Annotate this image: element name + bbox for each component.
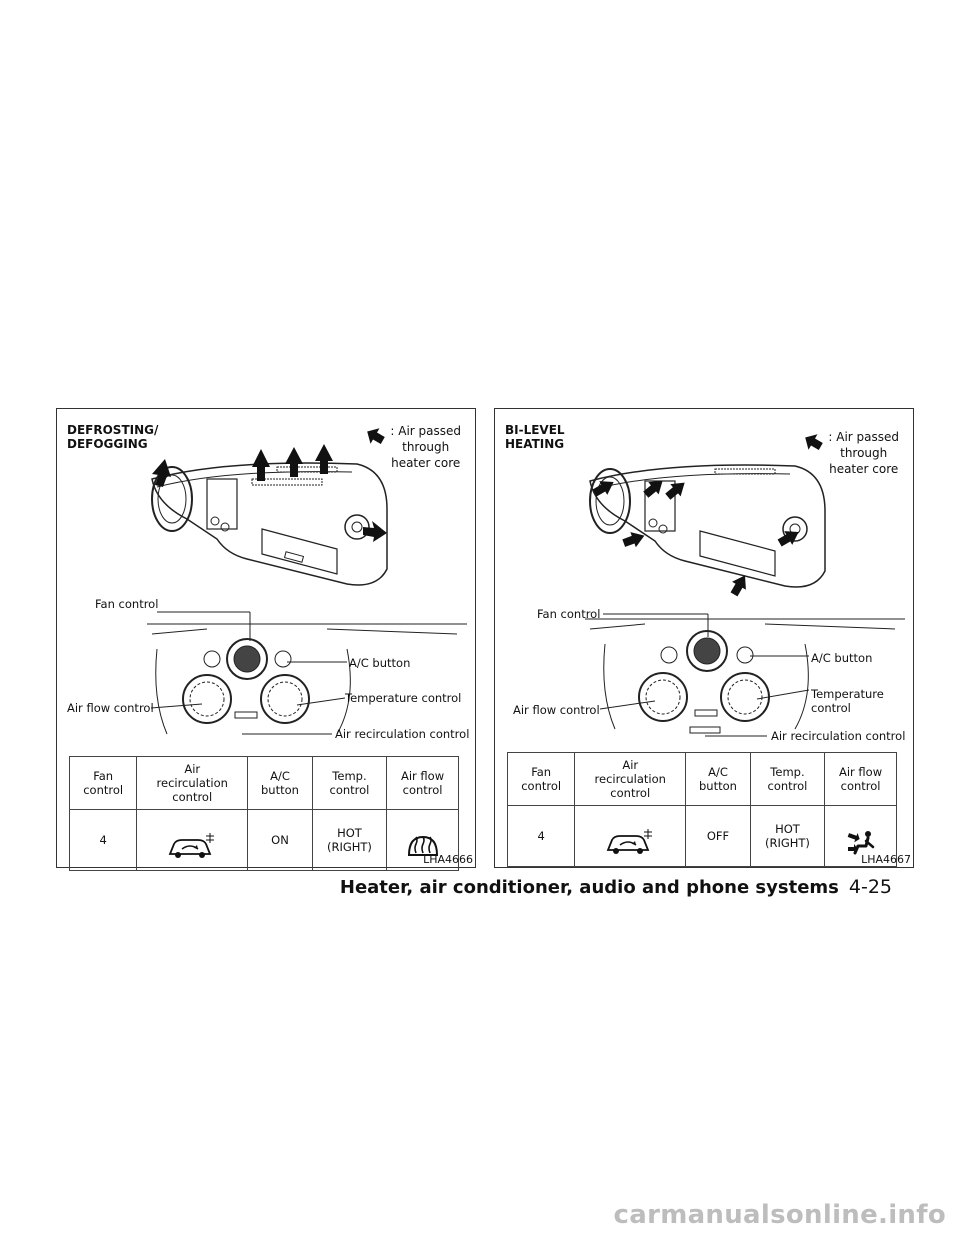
air-flow-control-label: Air flow control (67, 701, 154, 715)
legend: : Air passed through heater core (364, 423, 461, 471)
bi-level-panel: BI-LEVEL HEATING : Air passed through he… (494, 408, 914, 868)
bi-level-icon (847, 830, 874, 854)
cell-temp: HOT (RIGHT) (749, 805, 826, 867)
settings-table: Fan control Air recirculation control A/… (506, 752, 897, 867)
dashboard-illustration (585, 464, 905, 737)
header-airflow: Air flow control (824, 752, 897, 806)
cell-fan: 4 (506, 805, 576, 867)
recirculation-off-icon (168, 832, 215, 858)
header-fan: Fan control (68, 756, 138, 810)
legend-text: : Air passed through heater core (390, 424, 461, 470)
legend: : Air passed through heater core (802, 429, 899, 477)
defrost-icon (407, 835, 438, 856)
fan-control-label: Fan control (537, 607, 601, 621)
figure-code: LHA4667 (861, 853, 911, 866)
panel-title: DEFROSTING/ DEFOGGING (67, 423, 159, 451)
watermark: carmanualsonline.info (613, 1200, 946, 1230)
cell-ac: OFF (685, 805, 751, 867)
heated-air-arrow-icon (367, 428, 386, 444)
page-footer: Heater, air conditioner, audio and phone… (340, 876, 892, 898)
header-fan: Fan control (506, 752, 576, 806)
panel-title: BI-LEVEL HEATING (505, 423, 565, 451)
section-title: Heater, air conditioner, audio and phone… (339, 877, 839, 898)
cell-airflow (386, 809, 459, 871)
cell-ac: ON (247, 809, 313, 871)
header-airflow: Air flow control (386, 756, 459, 810)
cell-recirc (574, 805, 687, 867)
air-flow-control-label: Air flow control (513, 703, 600, 717)
header-recirc: Air recirculation control (574, 752, 687, 806)
settings-table: Fan control Air recirculation control A/… (68, 756, 459, 871)
header-ac: A/C button (685, 752, 751, 806)
dashboard-illustration (147, 444, 467, 735)
cell-temp: HOT (RIGHT) (311, 809, 388, 871)
header-temp: Temp. control (749, 752, 826, 806)
cell-recirc (136, 809, 249, 871)
ac-button-label: A/C button (349, 656, 411, 670)
air-recirculation-control-label: Air recirculation control (335, 727, 470, 741)
defrosting-panel: DEFROSTING/ DEFOGGING : Air passed throu… (56, 408, 476, 871)
heated-air-arrow-icon (805, 434, 824, 450)
figure-code: LHA4666 (423, 853, 473, 866)
temperature-control-label: Temperature control (811, 687, 884, 715)
recirculation-off-icon (606, 828, 653, 854)
temperature-control-label: Temperature control (345, 691, 462, 705)
air-recirculation-control-label: Air recirculation control (771, 729, 906, 743)
ac-button-label: A/C button (811, 651, 873, 665)
fan-control-label: Fan control (95, 597, 159, 611)
page-number: 4-25 (848, 876, 892, 898)
cell-airflow (824, 805, 897, 867)
header-temp: Temp. control (311, 756, 388, 810)
cell-fan: 4 (68, 809, 138, 871)
header-ac: A/C button (247, 756, 313, 810)
header-recirc: Air recirculation control (136, 756, 249, 810)
legend-text: : Air passed through heater core (828, 430, 899, 476)
